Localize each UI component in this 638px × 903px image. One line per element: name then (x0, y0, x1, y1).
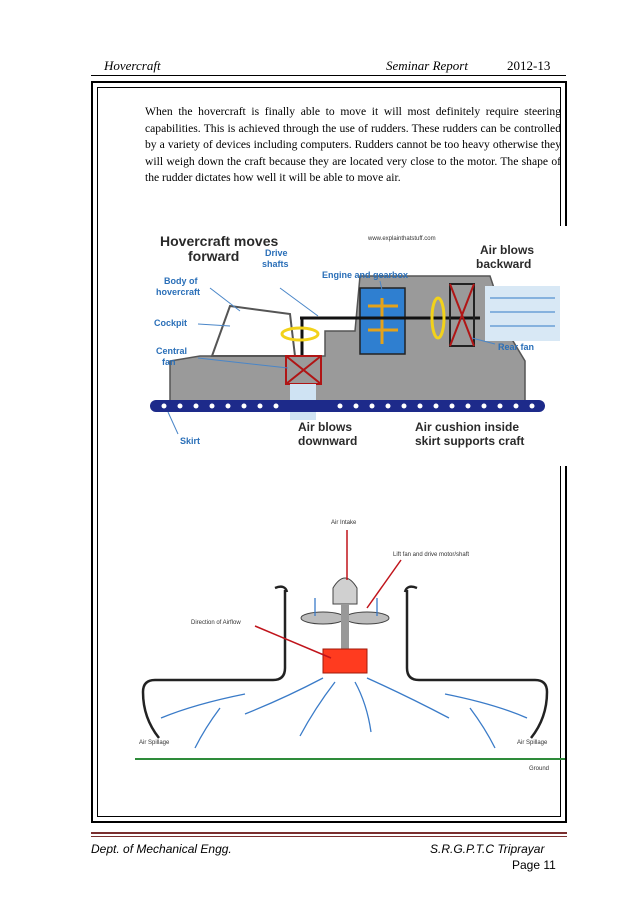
footer-college: S.R.G.P.T.C Triprayar (430, 842, 545, 856)
fig1-body-line1: Body of (164, 276, 198, 286)
fig1-body-line2: hovercraft (156, 287, 200, 297)
airflow-diagram: Air Intake Lift fan and drive motor/shaf… (135, 520, 565, 772)
fig1-rear-fan-label: Rear fan (498, 342, 534, 352)
fig1-air-down-line1: Air blows (298, 420, 352, 434)
fig1-central-line2: fan (162, 357, 176, 367)
fig1-skirt-label: Skirt (180, 436, 200, 446)
fig1-engine-label: Engine and gearbox (322, 270, 408, 280)
fig1-title-line1: Hovercraft moves (160, 233, 278, 249)
fig1-watermark: www.explainthatstuff.com (367, 236, 436, 242)
fig2-air-intake: Air Intake (331, 520, 357, 526)
footer-rule-thin (91, 836, 567, 837)
fig2-spill-left: Air Spillage (139, 740, 170, 746)
fig1-air-back-line2: backward (476, 257, 531, 271)
fig2-lift-fan: Lift fan and drive motor/shaft (393, 552, 469, 558)
fig1-central-line1: Central (156, 346, 187, 356)
fig1-drive-line1: Drive (265, 248, 288, 258)
footer-rule-thick (91, 832, 567, 834)
fig1-cockpit-label: Cockpit (154, 318, 187, 328)
fig2-spill-right: Air Spillage (517, 740, 548, 746)
footer-page-number: Page 11 (512, 858, 556, 872)
body-paragraph: When the hovercraft is finally able to m… (145, 105, 561, 184)
fig2-direction: Direction of Airflow (191, 620, 241, 626)
fig1-cushion-line2: skirt supports craft (415, 434, 524, 448)
fig2-ground: Ground (529, 766, 549, 772)
fig1-cushion-line1: Air cushion inside (415, 420, 519, 434)
footer-dept: Dept. of Mechanical Engg. (91, 842, 232, 856)
fig1-air-back-line1: Air blows (480, 243, 534, 257)
header-title: Hovercraft (104, 58, 161, 73)
fig1-air-down-line2: downward (298, 434, 357, 448)
header-report: Seminar Report (386, 58, 468, 73)
header-year: 2012-13 (507, 58, 551, 73)
fig1-drive-line2: shafts (262, 259, 289, 269)
header-rule (91, 75, 566, 76)
hovercraft-diagram: Hovercraft moves forward www.explainthat… (150, 226, 570, 466)
fig1-title-line2: forward (188, 248, 239, 264)
